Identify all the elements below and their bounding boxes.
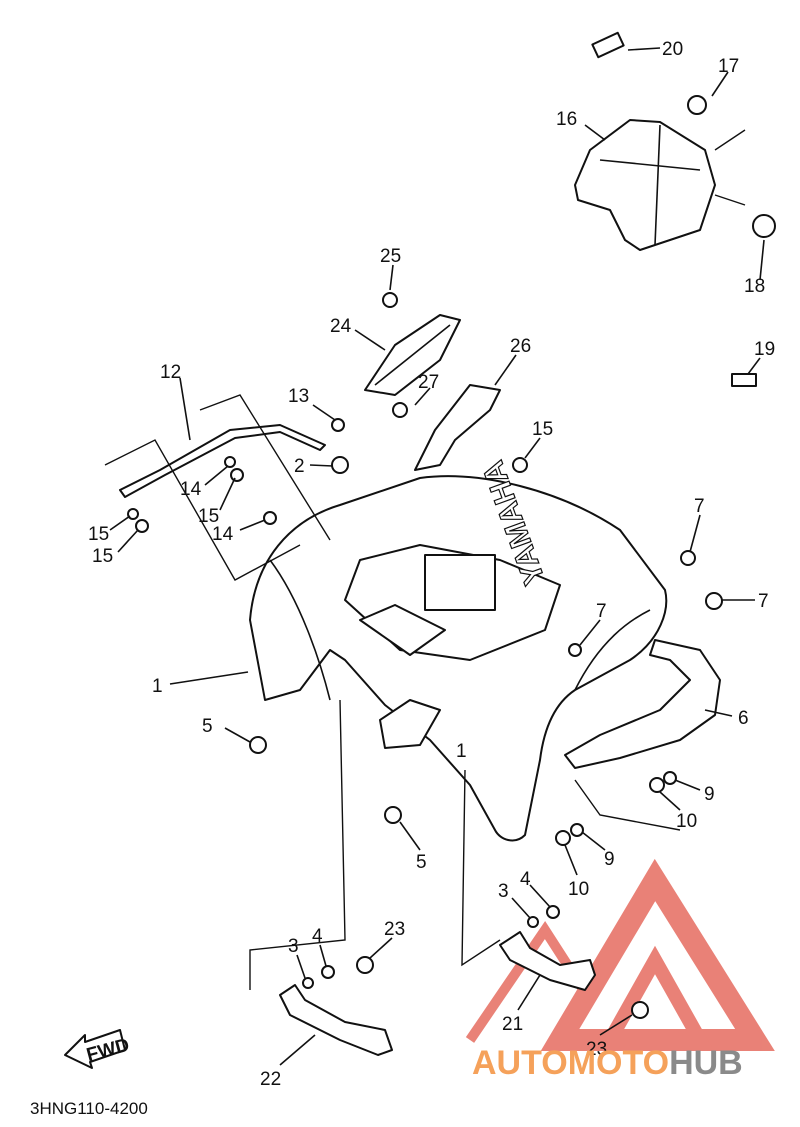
rear-fender: YAMAHA bbox=[249, 456, 668, 842]
callout-7b: 7 bbox=[596, 601, 607, 622]
watermark-text: AUTOMOTOHUB bbox=[472, 1044, 743, 1082]
callout-3a: 3 bbox=[498, 881, 509, 902]
watermark-part1: AUTOMOTO bbox=[472, 1044, 669, 1082]
callout-5a: 5 bbox=[202, 716, 213, 737]
callout-2: 2 bbox=[294, 456, 305, 477]
callout-27: 27 bbox=[418, 372, 439, 393]
lower-bracket-22 bbox=[279, 984, 393, 1056]
leader-lines bbox=[109, 47, 765, 1066]
callout-10a: 10 bbox=[676, 811, 697, 832]
callout-12a: 13 bbox=[288, 386, 309, 407]
diagram-code: 3HNG110-4200 bbox=[30, 1099, 148, 1118]
callout-14b: 15 bbox=[88, 524, 109, 545]
callout-1a: 1 bbox=[152, 676, 163, 697]
flap-24 bbox=[364, 314, 461, 396]
fasteners bbox=[127, 31, 776, 1019]
callout-6: 6 bbox=[738, 708, 749, 729]
callout-26: 26 bbox=[510, 336, 531, 357]
callout-7a: 7 bbox=[758, 591, 769, 612]
bracket-26 bbox=[414, 384, 501, 471]
callout-23a: 23 bbox=[384, 919, 405, 940]
callout-15a: 15 bbox=[198, 506, 219, 527]
callout-13: 15 bbox=[532, 419, 553, 440]
front-box-cover bbox=[574, 119, 716, 251]
callout-17: 17 bbox=[718, 56, 739, 77]
callout-16: 16 bbox=[556, 109, 577, 130]
callout-9a: 9 bbox=[704, 784, 715, 805]
callout-15b: 15 bbox=[92, 546, 113, 567]
callout-labels: 20 17 16 18 19 25 24 26 27 15 12 13 2 14… bbox=[88, 39, 775, 1090]
fwd-arrow: FWD bbox=[64, 1029, 132, 1069]
callout-18: 18 bbox=[744, 276, 765, 297]
tail-guard bbox=[564, 639, 721, 769]
callout-25: 25 bbox=[380, 246, 401, 267]
callout-14a: 14 bbox=[180, 479, 202, 500]
callout-19: 19 bbox=[754, 339, 775, 360]
callout-24: 24 bbox=[330, 316, 352, 337]
callout-10b: 10 bbox=[568, 879, 589, 900]
callout-23b: 23 bbox=[586, 1039, 607, 1060]
callout-4b: 4 bbox=[312, 926, 323, 947]
callout-9b: 9 bbox=[604, 849, 615, 870]
callout-11: 12 bbox=[160, 362, 181, 383]
lower-bracket-21 bbox=[499, 931, 596, 991]
callout-1b: 1 bbox=[456, 741, 467, 762]
callout-3b: 3 bbox=[288, 936, 299, 957]
reference-lines bbox=[104, 129, 746, 990]
watermark-part2: HUB bbox=[669, 1044, 743, 1082]
side-strip-11 bbox=[119, 424, 326, 498]
callout-4a: 4 bbox=[520, 869, 531, 890]
callout-5b: 5 bbox=[416, 852, 427, 873]
callout-12b: 14 bbox=[212, 524, 234, 545]
callout-8: 7 bbox=[694, 496, 705, 517]
callout-20: 20 bbox=[662, 39, 683, 60]
callout-21: 21 bbox=[502, 1014, 523, 1035]
callout-22: 22 bbox=[260, 1069, 281, 1090]
